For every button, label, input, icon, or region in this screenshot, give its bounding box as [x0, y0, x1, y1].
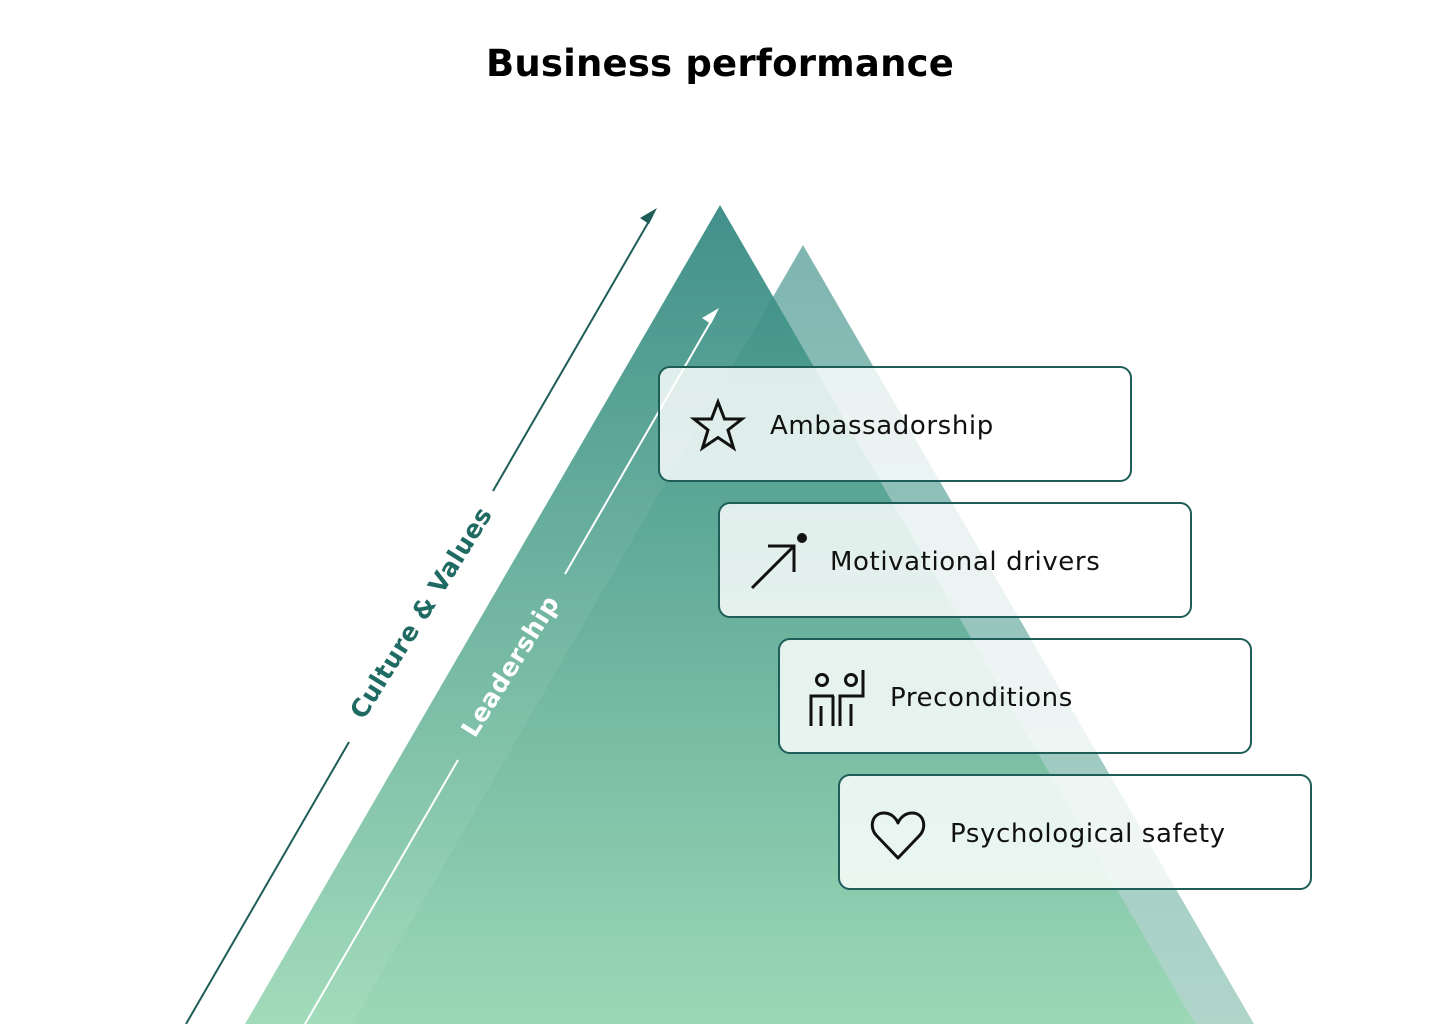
- culture-arrow-head: [640, 208, 657, 224]
- layer-label: Ambassadorship: [770, 411, 994, 441]
- leadership-arrow-head: [702, 308, 719, 324]
- culture-arrow: [185, 215, 653, 1024]
- leadership-arrow: [304, 315, 715, 1024]
- layer-card-psychological-safety: Psychological safety: [838, 774, 1312, 890]
- people-icon: [809, 670, 865, 726]
- page-title: Business performance: [485, 42, 955, 85]
- layer-label: Motivational drivers: [830, 547, 1101, 577]
- layer-card-preconditions: Preconditions: [778, 638, 1252, 754]
- layer-label: Psychological safety: [950, 819, 1226, 849]
- heart-icon: [870, 811, 926, 860]
- star-icon: [689, 397, 747, 452]
- layer-card-motivational-drivers: Motivational drivers: [718, 502, 1192, 618]
- layer-card-ambassadorship: Ambassadorship: [658, 366, 1132, 482]
- arrow-up-right-icon: [750, 533, 807, 590]
- layer-label: Preconditions: [890, 683, 1073, 713]
